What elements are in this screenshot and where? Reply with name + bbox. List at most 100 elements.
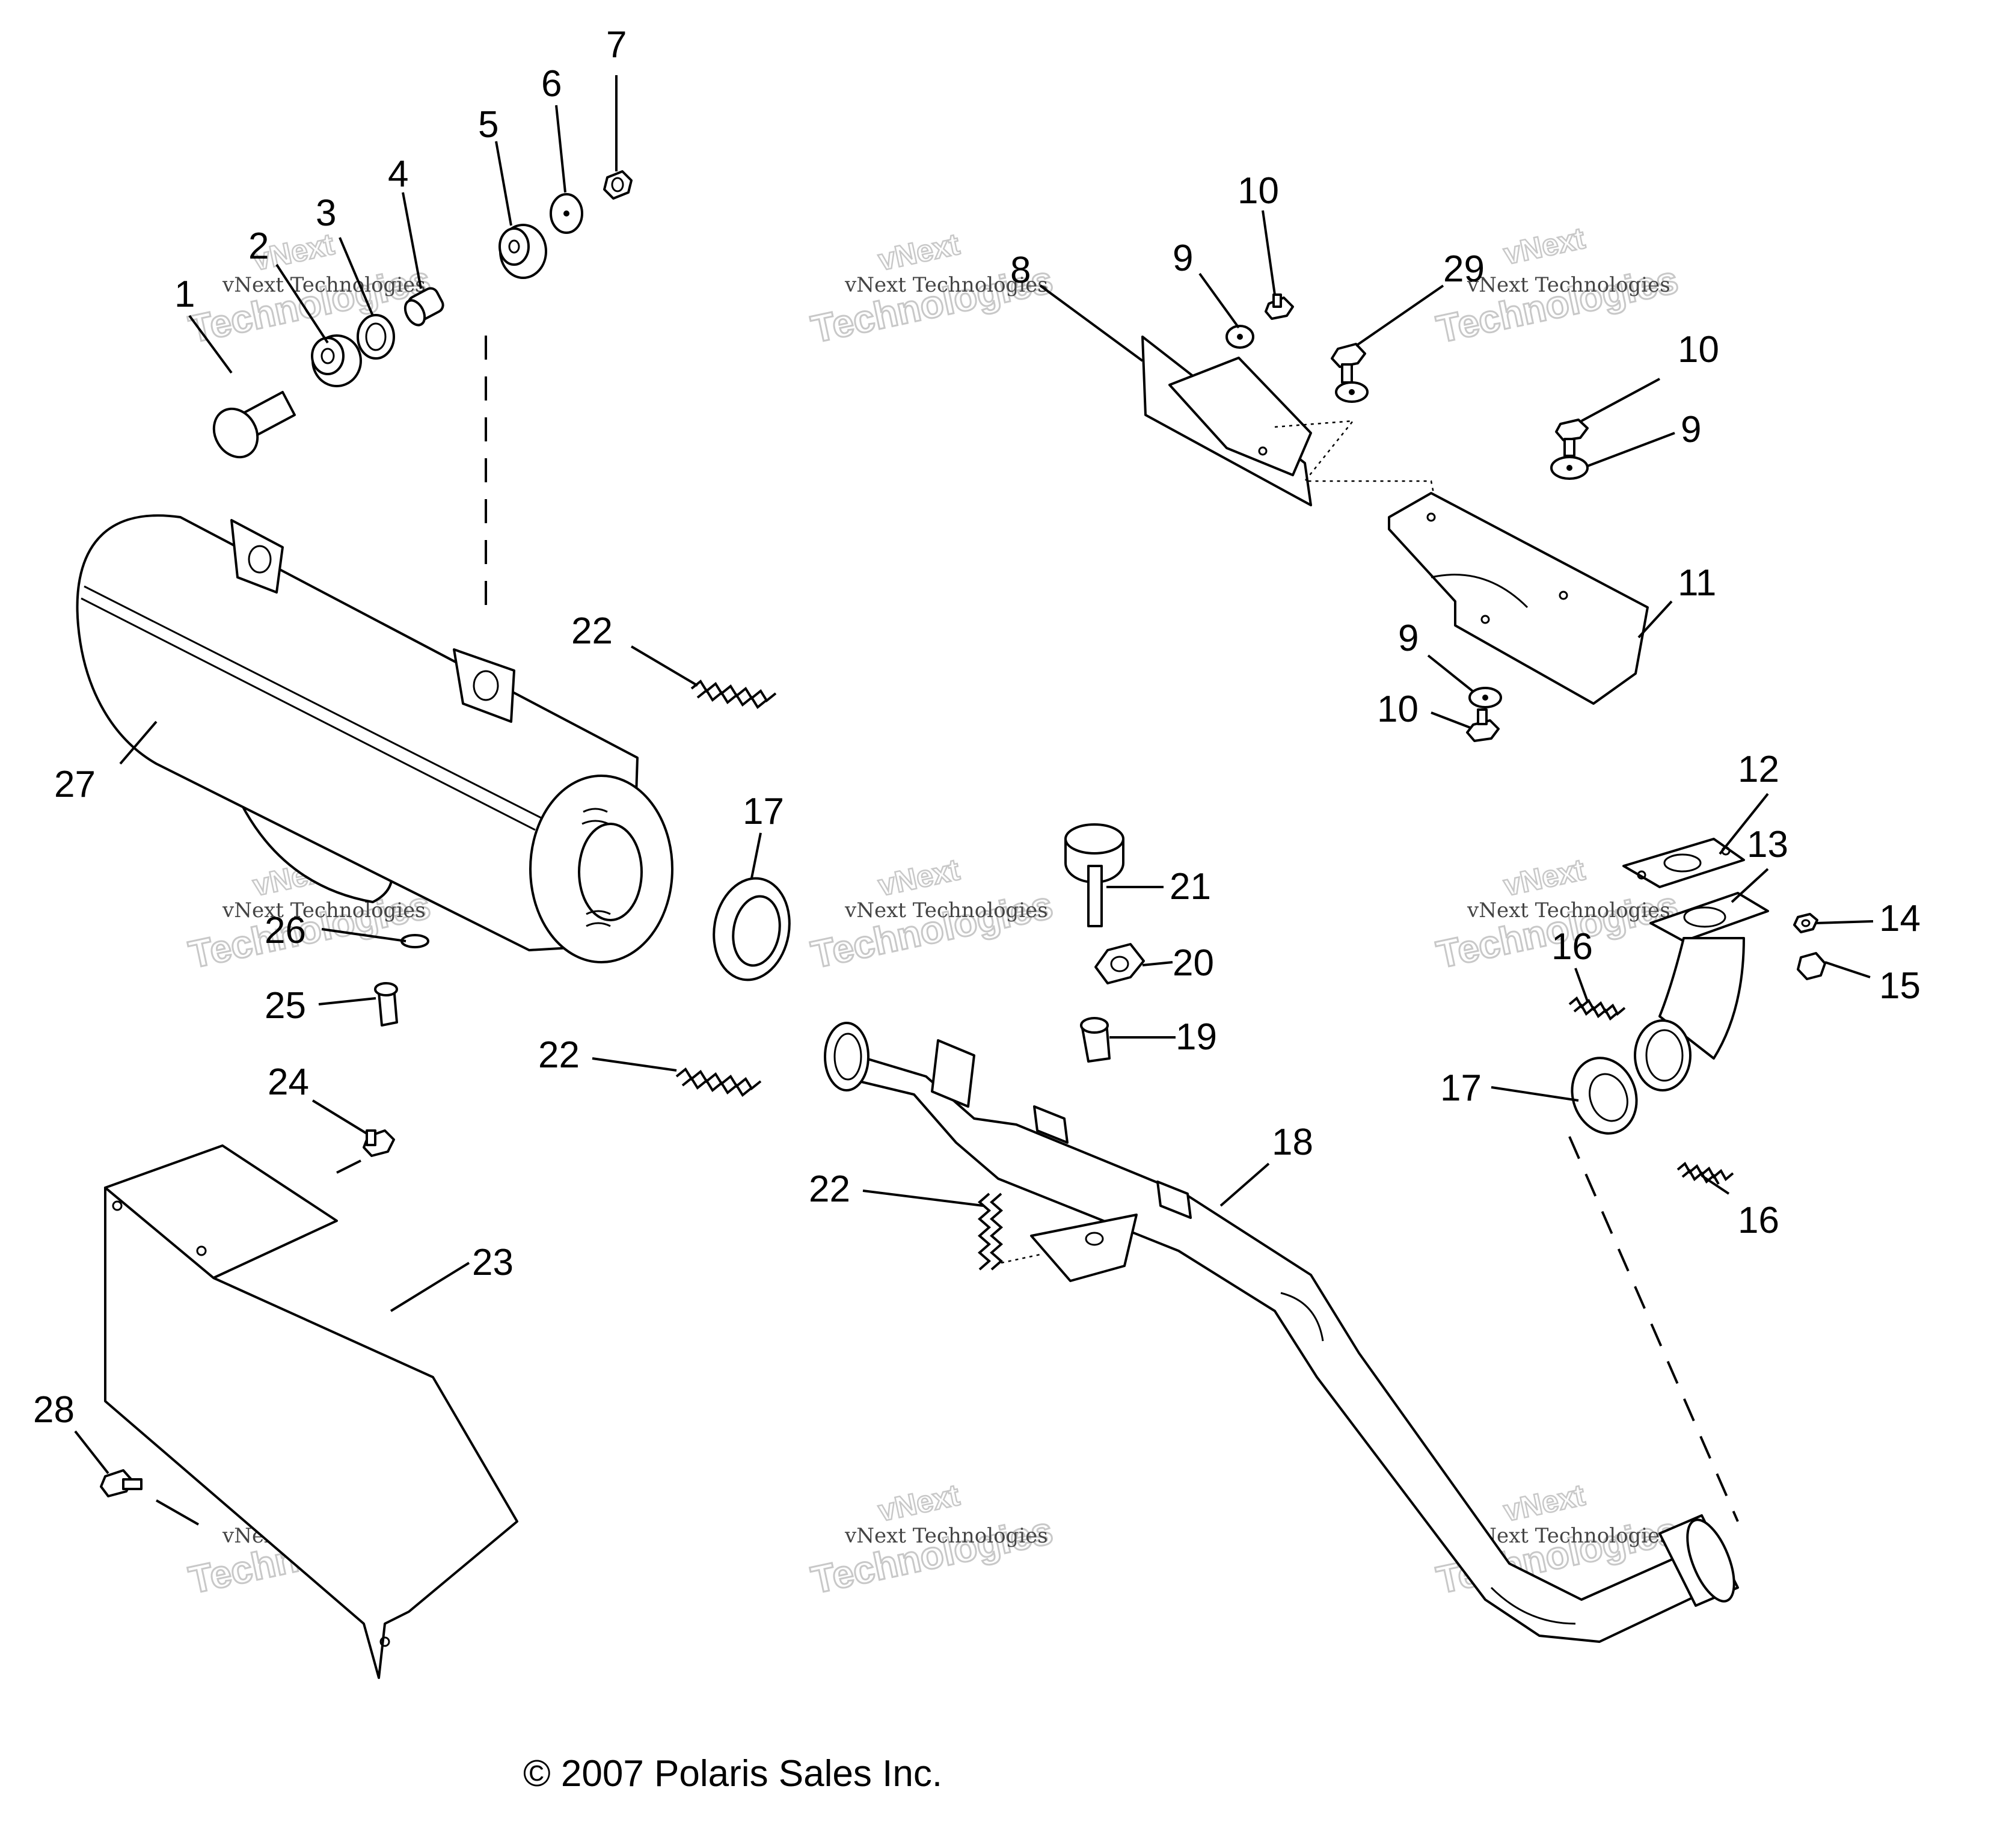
callout-20: 20 bbox=[1173, 942, 1214, 984]
svg-text:vNext Technologies: vNext Technologies bbox=[844, 273, 1048, 297]
part-23-heat-shield bbox=[104, 1144, 518, 1679]
callout-9-lower: 9 bbox=[1398, 618, 1419, 659]
callout-10-top: 10 bbox=[1238, 170, 1279, 212]
part-9-washer-top bbox=[1225, 325, 1254, 349]
callout-17-left: 17 bbox=[743, 791, 784, 832]
callout-15: 15 bbox=[1879, 965, 1921, 1007]
callout-23: 23 bbox=[472, 1242, 514, 1283]
callout-11: 11 bbox=[1678, 562, 1716, 604]
part-1-bolt bbox=[212, 391, 296, 459]
svg-text:vNext: vNext bbox=[1501, 853, 1588, 903]
callout-12: 12 bbox=[1738, 749, 1779, 790]
shield-guide-line bbox=[1274, 420, 1438, 512]
callout-25: 25 bbox=[265, 985, 306, 1027]
part-10-bolt-right bbox=[1555, 419, 1589, 457]
svg-text:vNext Technologies: vNext Technologies bbox=[1467, 1524, 1670, 1548]
part-19-nut bbox=[1080, 1017, 1111, 1063]
callout-16-upper: 16 bbox=[1551, 926, 1593, 968]
callout-22-middle: 22 bbox=[538, 1034, 580, 1076]
callout-8: 8 bbox=[1010, 250, 1031, 291]
part-7-nut bbox=[603, 170, 633, 200]
callout-7: 7 bbox=[606, 24, 627, 66]
part-10-bolt-lower bbox=[1466, 708, 1500, 742]
part-12-gasket bbox=[1622, 838, 1745, 888]
callout-9-top: 9 bbox=[1173, 238, 1193, 279]
svg-text:vNext: vNext bbox=[1501, 221, 1588, 271]
part-10-bolt-top bbox=[1265, 293, 1294, 320]
callout-28: 28 bbox=[33, 1389, 75, 1431]
svg-text:vNext Technologies: vNext Technologies bbox=[844, 898, 1048, 922]
callout-27: 27 bbox=[54, 764, 96, 805]
part-24-bolt bbox=[363, 1129, 395, 1157]
watermark-5: vNext Technologies vNext Technologies bbox=[806, 852, 1057, 977]
svg-text:vNext Technologies: vNext Technologies bbox=[1467, 273, 1670, 297]
svg-text:vNext Technologies: vNext Technologies bbox=[222, 273, 426, 297]
svg-text:vNext: vNext bbox=[876, 853, 963, 903]
callout-labels: 1 2 3 4 5 6 7 8 9 10 29 10 9 11 9 10 12 … bbox=[33, 24, 1921, 1431]
part-27-muffler bbox=[76, 514, 673, 963]
part-16-spring-upper bbox=[1568, 996, 1626, 1021]
part-25-nut bbox=[374, 982, 398, 1027]
part-29-bolt bbox=[1331, 343, 1366, 384]
watermark-1: vNext Technologies vNext Technologies bbox=[184, 226, 435, 352]
callout-29: 29 bbox=[1443, 248, 1485, 290]
part-28-bolt bbox=[100, 1469, 143, 1497]
svg-text:vNext: vNext bbox=[1501, 1478, 1588, 1528]
part-16-spring-lower bbox=[1676, 1161, 1734, 1185]
watermark-8: vNext Technologies vNext Technologies bbox=[806, 1477, 1057, 1603]
svg-text:vNext: vNext bbox=[876, 227, 963, 277]
svg-text:Technologies: Technologies bbox=[185, 883, 434, 976]
part-8-heat-shield bbox=[1141, 336, 1312, 506]
svg-text:Technologies: Technologies bbox=[185, 257, 434, 351]
bolt-24-guide bbox=[336, 1159, 361, 1174]
part-15-nut bbox=[1797, 952, 1826, 980]
callout-10-right: 10 bbox=[1678, 329, 1719, 370]
part-3-washer bbox=[357, 314, 395, 360]
callout-17-right: 17 bbox=[1440, 1067, 1482, 1109]
callout-2: 2 bbox=[248, 226, 269, 267]
svg-text:Technologies: Technologies bbox=[808, 883, 1057, 976]
callout-1: 1 bbox=[174, 274, 195, 315]
part-6-washer bbox=[550, 193, 583, 234]
callout-18: 18 bbox=[1272, 1122, 1313, 1163]
part-29-washer bbox=[1335, 381, 1369, 403]
bolt-28-guide bbox=[156, 1499, 199, 1526]
callout-16-lower: 16 bbox=[1738, 1200, 1779, 1241]
svg-text:vNext: vNext bbox=[876, 1478, 963, 1528]
svg-text:Technologies: Technologies bbox=[808, 1508, 1057, 1601]
callout-3: 3 bbox=[316, 192, 336, 234]
part-4-sleeve bbox=[403, 287, 444, 327]
callout-24: 24 bbox=[268, 1061, 309, 1103]
callout-22-lower: 22 bbox=[809, 1168, 850, 1210]
part-5-bushing bbox=[498, 224, 547, 279]
part-22-spring-upper bbox=[690, 680, 777, 709]
callout-13: 13 bbox=[1747, 824, 1788, 865]
callout-4: 4 bbox=[388, 153, 408, 195]
svg-text:vNext Technologies: vNext Technologies bbox=[222, 898, 426, 922]
callout-21: 21 bbox=[1170, 866, 1211, 907]
part-22-spring-middle bbox=[675, 1067, 762, 1097]
svg-text:vNext Technologies: vNext Technologies bbox=[844, 1524, 1048, 1548]
part-2-grommet bbox=[311, 334, 362, 387]
part-14-nut bbox=[1793, 913, 1818, 933]
part-9-washer-right bbox=[1550, 456, 1589, 480]
callout-26: 26 bbox=[265, 910, 306, 951]
leader-lines bbox=[74, 75, 1874, 1475]
part-9-washer-lower bbox=[1468, 687, 1502, 708]
part-11-bracket bbox=[1388, 492, 1649, 705]
callout-14: 14 bbox=[1879, 898, 1921, 939]
callout-6: 6 bbox=[541, 63, 562, 105]
callout-22-upper: 22 bbox=[571, 610, 613, 652]
part-18-header-pipe bbox=[824, 1022, 1739, 1643]
callout-19: 19 bbox=[1176, 1016, 1217, 1058]
callout-5: 5 bbox=[478, 104, 498, 146]
part-17-gasket-left bbox=[713, 877, 791, 981]
callout-9-right: 9 bbox=[1681, 409, 1701, 450]
copyright-notice: © 2007 Polaris Sales Inc. bbox=[523, 1753, 942, 1794]
svg-text:vNext Technologies: vNext Technologies bbox=[1467, 898, 1670, 922]
part-21-bolt bbox=[1064, 823, 1124, 927]
callout-10-lower: 10 bbox=[1377, 689, 1419, 730]
part-22-spring-lower bbox=[977, 1193, 1044, 1271]
part-20-nut bbox=[1094, 943, 1145, 984]
